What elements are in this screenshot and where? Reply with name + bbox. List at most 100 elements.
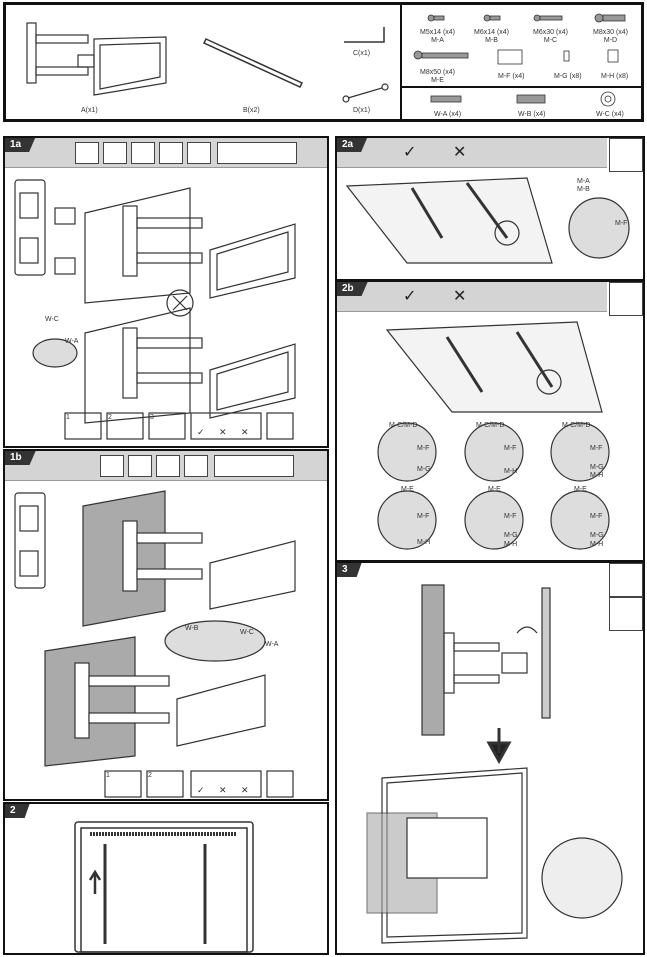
detail-3-c: M-H <box>590 472 604 479</box>
stud-finder-icon <box>103 142 127 164</box>
callout-w-c: W-C <box>240 629 254 636</box>
detail-6-c: M-H <box>590 541 604 548</box>
callout-m-b: M-B <box>577 186 590 193</box>
cross-mark: ✕ <box>241 785 249 795</box>
detail-1-a: M-F <box>417 445 430 452</box>
detail-3-top: M-C/M-D <box>562 422 591 429</box>
substep-2: 2 <box>148 772 152 779</box>
check-mark: ✓ <box>403 288 417 305</box>
step-label: 1b <box>5 451 36 465</box>
detail-6-top: M-E <box>574 486 587 493</box>
callout-w-b: W-B <box>185 625 199 632</box>
detail-2-a: M-F <box>504 445 517 452</box>
step-header <box>337 282 607 312</box>
step-1b-panel: 1b W-B W-C W-A 1 2 ✓ ✕ ✕ <box>3 449 329 801</box>
cross-mark: ✕ <box>453 288 467 305</box>
spacer-m-g: M-G (x8) <box>554 73 582 80</box>
screws-drawing <box>413 13 626 107</box>
screw-m-d: M8x30 (x4)M-D <box>593 29 629 44</box>
substep-1: 1 <box>66 414 70 421</box>
detail-6-b: M-G <box>590 532 604 539</box>
detail-1-top: M-C/M-D <box>389 422 418 429</box>
detail-3-a: M-F <box>590 445 603 452</box>
detail-2-b: M-H <box>504 468 518 475</box>
check-mark: ✓ <box>403 144 417 161</box>
cross-mark: ✕ <box>219 785 227 795</box>
screw-m-c: M6x30 (x4)M-C <box>533 29 569 44</box>
step-1a-drawing <box>14 179 296 440</box>
step-2a-panel: 2a ✓ ✕ M-A M-B M-F <box>335 136 645 281</box>
step-3-drawing <box>366 584 623 944</box>
callout-w-c: W-C <box>45 316 59 323</box>
detail-2-top: M-C/M-D <box>476 422 505 429</box>
callout-w-a: W-A <box>65 338 79 345</box>
wall-w-b: W-B (x4) <box>518 111 546 118</box>
step-2a-drawing <box>345 177 630 264</box>
substep-2: 2 <box>108 414 112 421</box>
detail-6-a: M-F <box>590 513 603 520</box>
check-mark: ✓ <box>197 427 205 437</box>
screw-m-a: M5x14 (x4)M-A <box>420 29 456 44</box>
detail-4-a: M-F <box>417 513 430 520</box>
part-a-label: A(x1) <box>81 107 98 114</box>
level-icon <box>159 142 183 164</box>
screwdriver-icon <box>609 138 643 172</box>
screwdriver-icon <box>609 282 643 316</box>
step-label: 2a <box>337 138 368 152</box>
hex-key-c <box>344 27 385 43</box>
screw-m-b: M6x14 (x4)M-B <box>474 29 510 44</box>
wall-arm-part-a <box>26 22 167 96</box>
pencil-icon <box>128 455 152 477</box>
step-header <box>337 138 607 168</box>
detail-5-a: M-F <box>504 513 517 520</box>
step-label: 1a <box>5 138 36 152</box>
part-c-label: C(x1) <box>353 50 371 57</box>
two-person-icon <box>609 563 643 597</box>
callout-m-f: M-F <box>615 220 628 227</box>
detail-4-top: M-E <box>401 486 414 493</box>
rail-part-b <box>202 38 304 88</box>
detail-5-top: M-E <box>488 486 501 493</box>
detail-1-b: M-G <box>417 466 431 473</box>
cross-mark: ✕ <box>453 144 467 161</box>
detail-5-b: M-G <box>504 532 518 539</box>
step-label: 2b <box>337 282 368 296</box>
detail-4-b: M-H <box>417 539 431 546</box>
screw-m-e: M8x50 (x4)M-E <box>420 69 456 84</box>
wrench-d <box>342 83 389 103</box>
check-mark: ✓ <box>197 785 205 795</box>
screwdriver-icon <box>609 597 643 631</box>
wall-w-a: W-A (x4) <box>434 111 462 118</box>
parts-drawing <box>26 5 641 119</box>
step-2b-drawing <box>377 321 610 550</box>
spacer-m-f: M-F (x4) <box>498 73 525 80</box>
drill-depth-icon <box>214 455 294 477</box>
detail-3-b: M-G <box>590 464 604 471</box>
part-b-label: B(x2) <box>243 107 260 114</box>
substep-3: 3 <box>150 414 154 421</box>
callout-m-a: M-A <box>577 178 590 185</box>
cross-mark: ✕ <box>219 427 227 437</box>
concrete-wall-icon <box>100 455 124 477</box>
step-2-drawing <box>74 821 254 953</box>
spacer-m-h: M-H (x8) <box>601 73 629 80</box>
part-d-label: D(x1) <box>353 107 371 114</box>
pencil-icon <box>131 142 155 164</box>
detail-5-c: M-H <box>504 541 518 548</box>
step-label: 3 <box>337 563 362 577</box>
step-1b-drawing <box>14 490 296 798</box>
step-2b-panel: 2b ✓ ✕ M-C/M-D M-F M-G M-C/M-D M-F M-H M… <box>335 280 645 562</box>
drill-icon <box>187 142 211 164</box>
callout-w-a: W-A <box>265 641 279 648</box>
substep-1: 1 <box>106 772 110 779</box>
step-1a-panel: 1a W-C W-A 1 2 3 ✓ ✕ ✕ <box>3 136 329 448</box>
wood-stud-icon <box>75 142 99 164</box>
wall-w-c: W-C (x4) <box>596 111 624 118</box>
step-3-panel: 3 <box>335 561 645 955</box>
level-icon <box>156 455 180 477</box>
drill-depth-icon <box>217 142 297 164</box>
drill-icon <box>184 455 208 477</box>
parts-list: A(x1) B(x2) C(x1) D(x1) M5x14 (x4)M-A M6… <box>3 2 644 122</box>
step-2-panel: 2 <box>3 802 329 955</box>
cross-mark: ✕ <box>241 427 249 437</box>
